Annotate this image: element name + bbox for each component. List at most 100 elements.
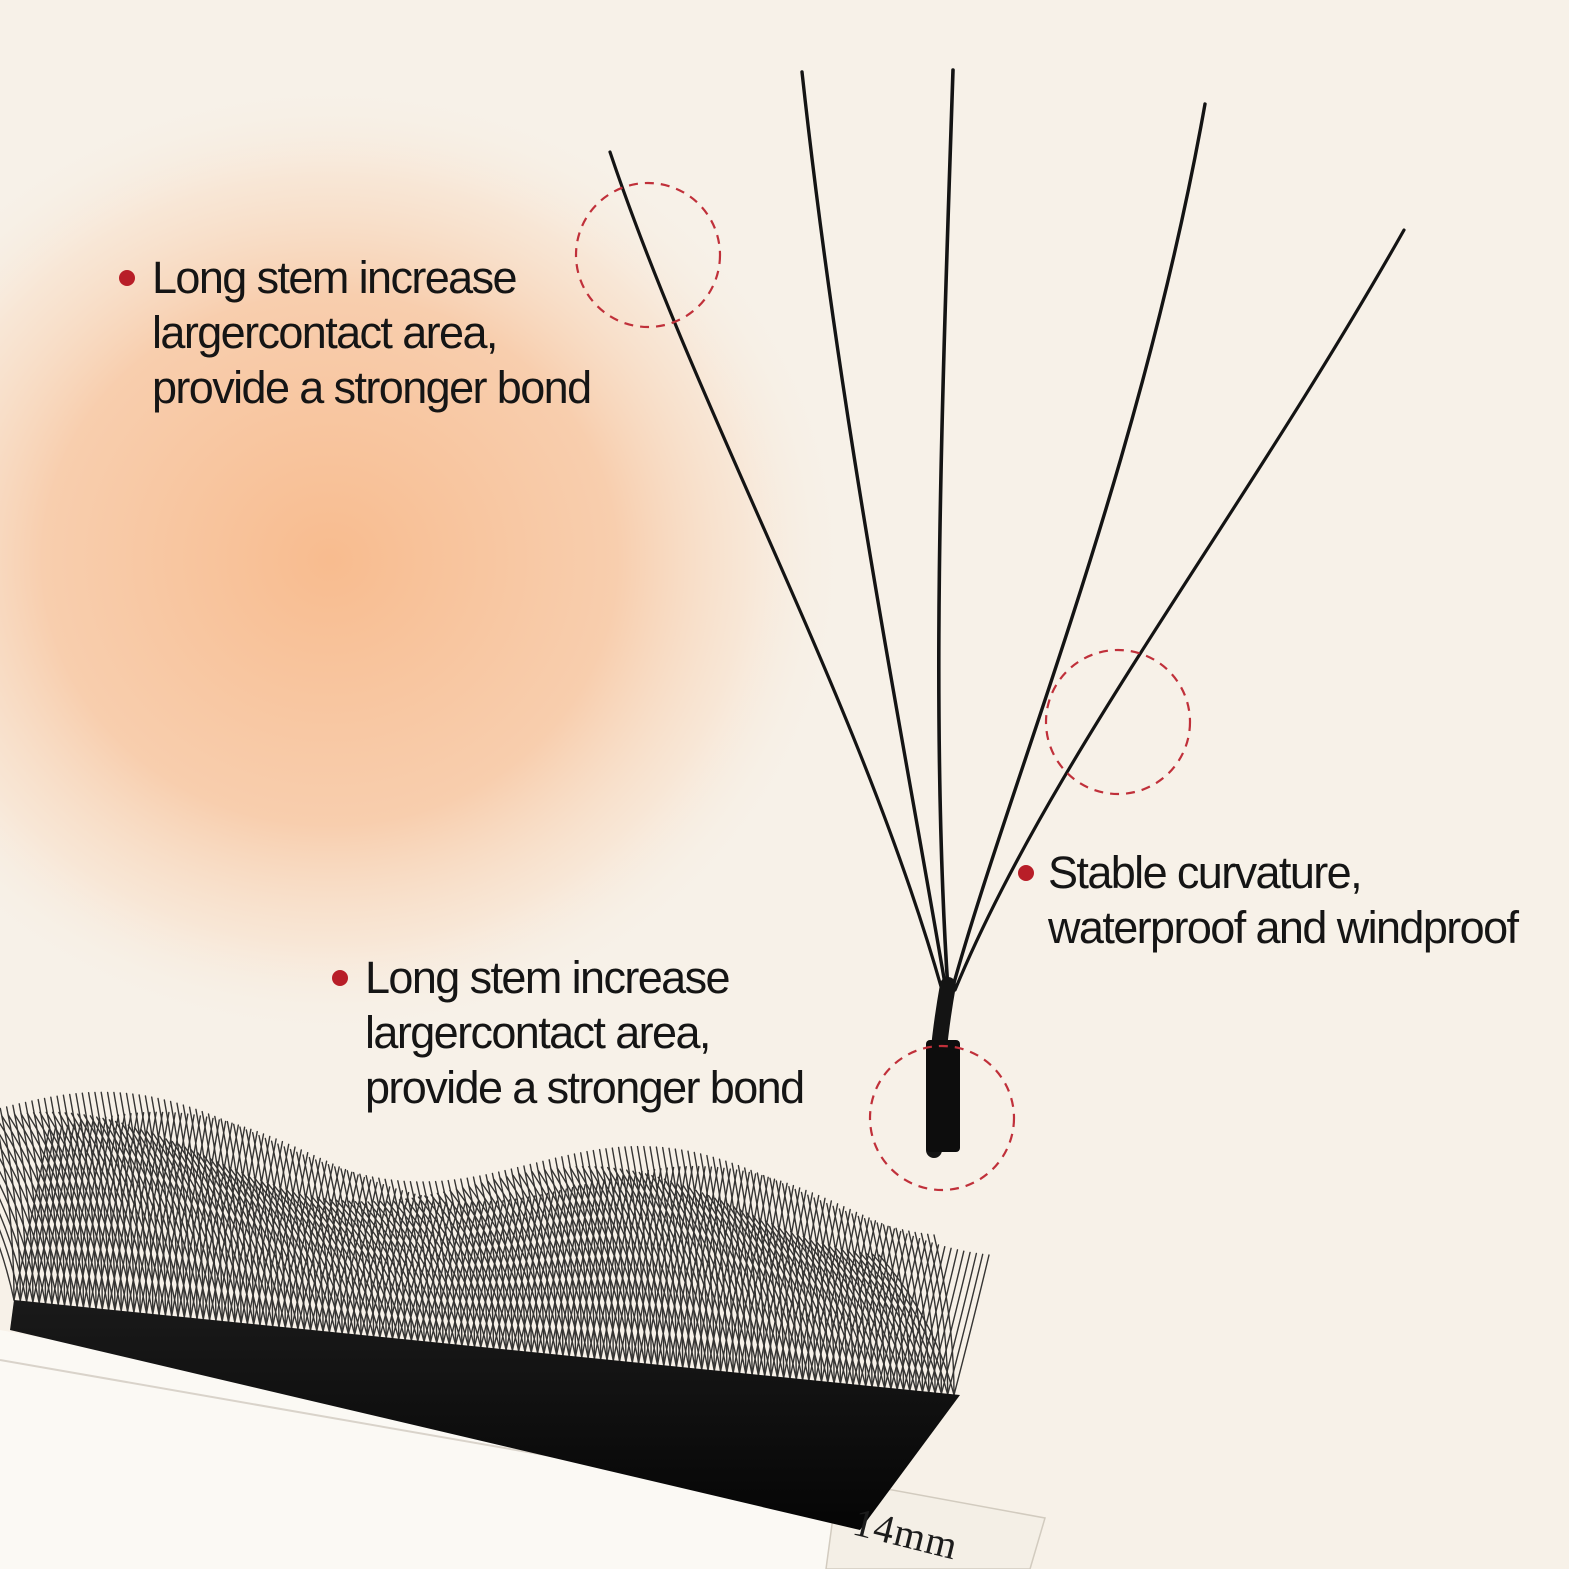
strip-lash-fiber: [106, 1091, 129, 1313]
strip-lash-fiber: [290, 1160, 328, 1329]
strip-lash-fiber: [378, 1177, 400, 1340]
strip-lash-fiber: [398, 1199, 476, 1348]
strip-lash-fiber: [220, 1118, 242, 1324]
strip-lash-fiber: [733, 1206, 810, 1381]
strip-lash-fiber: [26, 1112, 103, 1310]
strip-lash-fiber: [253, 1176, 331, 1333]
strip-lash-fiber: [726, 1174, 763, 1373]
strip-lash-fiber: [857, 1215, 879, 1388]
strip-lash-fiber: [689, 1187, 766, 1377]
strip-lash-fiber: [662, 1146, 684, 1369]
strip-lash-fiber: [651, 1174, 728, 1373]
strip-lash-fiber: [821, 1242, 898, 1390]
strip-lash-fiber: [512, 1174, 589, 1359]
strip-lash-fiber: [247, 1174, 324, 1332]
feature-callout-3: Long stem increase largercontact area, p…: [332, 950, 805, 1115]
strip-lash-fiber: [96, 1116, 173, 1317]
strip-lash-fiber: [297, 1163, 334, 1330]
bullet-dot: [332, 970, 348, 986]
strip-lash-fiber: [253, 1143, 290, 1325]
strip-lash-fiber: [783, 1228, 861, 1387]
strip-lash-fiber: [196, 1122, 233, 1320]
strip-lash-fiber: [878, 1254, 955, 1396]
strip-lash-fiber: [277, 1143, 299, 1330]
strip-lash-fiber: [0, 1170, 47, 1304]
strip-lash-fiber: [328, 1176, 366, 1333]
strip-lash-fiber: [14, 1113, 91, 1309]
strip-lash-fiber: [801, 1203, 839, 1381]
strip-lash-fiber: [819, 1200, 842, 1385]
strip-lash-fiber: [322, 1174, 359, 1332]
strip-lash-fiber: [171, 1140, 249, 1325]
strip-lash-fiber: [354, 1186, 391, 1336]
strip-lash-fiber: [302, 1154, 324, 1332]
strip-lash-fiber: [448, 1201, 485, 1345]
strip-lash-fiber: [113, 1091, 135, 1313]
strip-lash-fiber: [908, 1230, 930, 1394]
strip-lash-fiber: [342, 1200, 419, 1342]
strip-lash-fiber: [125, 1092, 148, 1315]
strip-lash-fiber: [719, 1173, 757, 1373]
strip-lash-fiber: [346, 1170, 368, 1337]
strip-lash-fiber: [279, 1186, 356, 1336]
strip-lash-fiber: [233, 1123, 255, 1325]
strip-lash-fiber: [814, 1208, 851, 1382]
strip-lash-fiber: [701, 1169, 738, 1371]
strip-lash-fiber: [492, 1196, 530, 1350]
strip-lash-fiber: [706, 1154, 728, 1373]
strip-lash-fiber: [725, 1160, 747, 1375]
strip-lash-fiber: [738, 1178, 776, 1374]
feature-text-line: waterproof and windproof: [1048, 902, 1519, 953]
strip-lash-fiber: [714, 1197, 791, 1380]
strip-lash-fiber: [769, 1177, 791, 1380]
strip-lash-fiber: [876, 1222, 898, 1390]
strip-lash-fiber: [839, 1220, 877, 1385]
strip-lash-fiber: [789, 1197, 826, 1380]
strip-lash-fiber: [227, 1133, 265, 1323]
strip-lash-fiber: [303, 1166, 340, 1330]
strip-lash-fiber: [291, 1190, 368, 1337]
strip-lash-fiber: [543, 1168, 621, 1362]
strip-lash-fiber: [852, 1225, 889, 1386]
strip-lash-fiber: [600, 1166, 678, 1368]
callout-circle-tip: [574, 181, 722, 329]
strip-lash-fiber: [745, 1180, 782, 1375]
strip-lash-fiber: [289, 1148, 312, 1331]
strip-lash-fiber: [859, 1251, 936, 1394]
lash-fiber-4: [950, 102, 1207, 992]
strip-lash-fiber: [197, 1152, 274, 1327]
strip-lash-fiber: [676, 1182, 753, 1376]
strip-lash-fiber: [51, 1111, 129, 1313]
strip-lash-fiber: [626, 1169, 703, 1371]
strip-lash-fiber: [207, 1113, 230, 1323]
strip-lash-fiber: [89, 1115, 167, 1316]
strip-lash-fiber: [0, 1198, 34, 1303]
strip-lash-fiber: [745, 1211, 823, 1383]
strip-lash-fiber: [739, 1208, 816, 1382]
strip-lash-fiber: [468, 1185, 545, 1355]
strip-lash-fiber: [851, 1213, 873, 1388]
strip-lash-fiber: [921, 1249, 959, 1393]
strip-lash-fiber: [877, 1235, 914, 1388]
strip-lash-fiber: [422, 1181, 444, 1345]
strip-lash-fiber: [0, 1213, 28, 1302]
strip-lash-fiber: [114, 1120, 192, 1319]
callout-circle-base: [868, 1044, 1016, 1192]
strip-lash-fiber: [315, 1159, 337, 1334]
strip-lash-fiber: [246, 1140, 284, 1325]
strip-lash-fiber: [525, 1172, 602, 1360]
strip-lash-fiber: [670, 1180, 747, 1375]
strip-lash-fiber: [636, 1145, 659, 1366]
strip-lash-fiber: [752, 1214, 829, 1383]
strip-lash-fiber: [214, 1115, 236, 1323]
strip-lash-fiber: [934, 1251, 971, 1394]
feature-text-line: provide a stronger bond: [365, 1062, 805, 1113]
strip-lash-fiber: [777, 1225, 854, 1386]
strip-lash-fiber: [177, 1117, 214, 1318]
strip-lash-fiber: [668, 1147, 690, 1369]
strip-lash-fiber: [7, 1114, 85, 1308]
strip-lash-fiber: [720, 1200, 797, 1380]
strip-lash-fiber: [171, 1116, 208, 1317]
strip-lash-fiber: [39, 1111, 116, 1311]
strip-lash-fiber: [833, 1217, 870, 1384]
